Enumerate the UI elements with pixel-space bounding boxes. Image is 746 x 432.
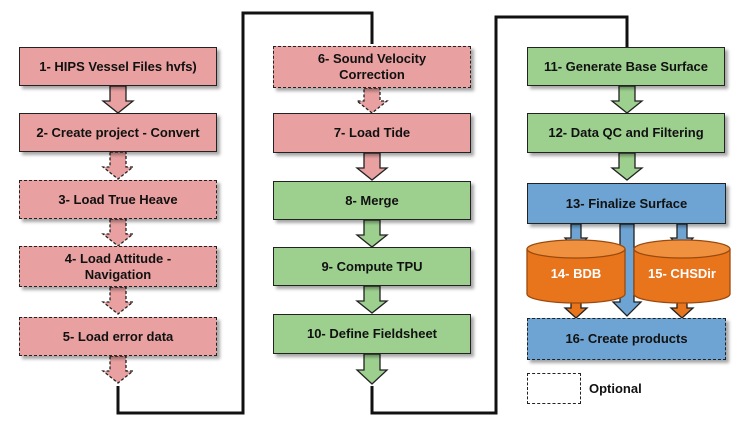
step-16-label: 16- Create products	[565, 331, 688, 346]
step-13-box: 13- Finalize Surface	[527, 183, 726, 224]
step-8-label: 8- Merge	[345, 192, 399, 208]
arrow-12-13	[610, 152, 644, 181]
arrow-5-out	[101, 355, 135, 384]
arrow-9-10	[355, 285, 389, 314]
step-12-label: 12- Data QC and Filtering	[548, 125, 704, 140]
arrow-10-out	[355, 353, 389, 385]
step-1-label: 1- HIPS Vessel Files hvfs)	[39, 58, 197, 74]
step-10-label: 10- Define Fieldsheet	[306, 326, 438, 341]
arrow-1-2	[101, 85, 135, 114]
step-12-box: 12- Data QC and Filtering	[527, 113, 725, 153]
step-3-box: 3- Load True Heave	[19, 180, 217, 219]
step-6-box: 6- Sound Velocity Correction	[273, 46, 471, 88]
step-3-label: 3- Load True Heave	[58, 191, 178, 207]
step-1-box: 1- HIPS Vessel Files hvfs)	[19, 47, 217, 86]
step-9-box: 9- Compute TPU	[273, 247, 471, 286]
legend-optional-swatch	[527, 373, 581, 404]
arrow-3-4	[101, 218, 135, 247]
step-16-box: 16- Create products	[527, 318, 726, 360]
legend-optional-label: Optional	[589, 381, 642, 396]
step-9-label: 9- Compute TPU	[321, 258, 423, 274]
cylinder-bdb	[526, 239, 626, 304]
step-8-box: 8- Merge	[273, 181, 471, 220]
step-7-box: 7- Load Tide	[273, 113, 471, 153]
cylinder-chsdir	[633, 239, 731, 304]
step-14-label: 14- BDB	[550, 266, 602, 281]
arrow-4-5	[101, 286, 135, 315]
arrow-11-12	[610, 85, 644, 114]
step-15-label: 15- CHSDir	[648, 266, 716, 281]
step-2-label: 2- Create project - Convert	[36, 124, 200, 140]
connector-col1-col2	[116, 11, 374, 415]
step-4-box: 4- Load Attitude - Navigation	[19, 246, 217, 287]
step-11-label: 11- Generate Base Surface	[543, 58, 709, 74]
step-13-label: 13- Finalize Surface	[565, 195, 688, 211]
connector-col2-col3	[370, 15, 629, 415]
arrow-7-8	[355, 152, 389, 181]
arrow-6-7	[355, 87, 389, 114]
arrow-2-3	[101, 151, 135, 180]
step-5-label: 5- Load error data	[62, 328, 174, 344]
step-5-box: 5- Load error data	[19, 317, 217, 356]
step-2-box: 2- Create project - Convert	[19, 113, 217, 152]
step-7-label: 7- Load Tide	[333, 125, 411, 140]
step-10-box: 10- Define Fieldsheet	[273, 314, 471, 354]
arrow-8-9	[355, 219, 389, 248]
step-11-box: 11- Generate Base Surface	[527, 47, 725, 86]
step-6-label: 6- Sound Velocity Correction	[317, 51, 427, 82]
step-4-label: 4- Load Attitude - Navigation	[64, 250, 172, 282]
